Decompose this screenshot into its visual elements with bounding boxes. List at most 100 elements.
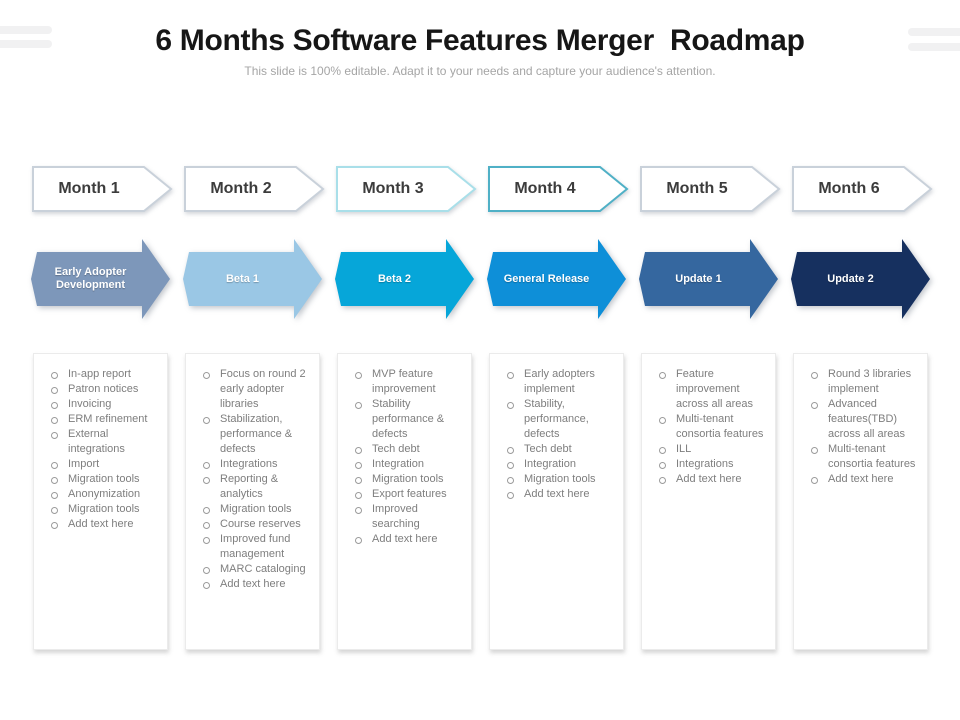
feature-item: Stabilization, performance & defects bbox=[203, 412, 314, 457]
month-banner-label: Month 2 bbox=[210, 180, 272, 197]
feature-item-text: External integrations bbox=[68, 428, 125, 455]
feature-item: Migration tools bbox=[51, 472, 162, 487]
feature-item: MVP feature improvement bbox=[355, 367, 466, 397]
feature-item-text: Reporting & analytics bbox=[220, 473, 279, 500]
corner-stripe-top-left-2 bbox=[0, 40, 52, 48]
bullet-circle-icon bbox=[203, 372, 210, 379]
bullet-circle-icon bbox=[203, 567, 210, 574]
feature-item: Add text here bbox=[659, 472, 770, 487]
feature-item-text: Add text here bbox=[220, 578, 286, 590]
feature-item: Add text here bbox=[203, 577, 314, 592]
feature-item-text: Patron notices bbox=[68, 383, 139, 395]
bullet-circle-icon bbox=[507, 372, 514, 379]
bullet-circle-icon bbox=[51, 507, 58, 514]
bullet-circle-icon bbox=[507, 477, 514, 484]
bullet-circle-icon bbox=[203, 582, 210, 589]
feature-item: Add text here bbox=[507, 487, 618, 502]
bullet-circle-icon bbox=[355, 507, 362, 514]
phase-arrow-shape bbox=[335, 239, 474, 319]
feature-item-text: Integrations bbox=[220, 458, 278, 470]
feature-item-text: Add text here bbox=[676, 473, 742, 485]
bullet-circle-icon bbox=[355, 537, 362, 544]
feature-item: Course reserves bbox=[203, 517, 314, 532]
feature-item-text: Anonymization bbox=[68, 488, 141, 500]
phase-arrow-shape bbox=[183, 239, 322, 319]
feature-item: Invoicing bbox=[51, 397, 162, 412]
feature-item-text: MVP feature improvement bbox=[372, 368, 436, 395]
bullet-circle-icon bbox=[659, 372, 666, 379]
bullet-circle-icon bbox=[203, 417, 210, 424]
feature-item-text: ERM refinement bbox=[68, 413, 148, 425]
roadmap-column: Month 2 Beta 1 Focus on round 2 early adop… bbox=[183, 0, 337, 720]
feature-item: Reporting & analytics bbox=[203, 472, 314, 502]
phase-arrow-shape bbox=[31, 239, 170, 319]
bullet-circle-icon bbox=[51, 477, 58, 484]
bullet-circle-icon bbox=[355, 402, 362, 409]
bullet-circle-icon bbox=[355, 492, 362, 499]
feature-item: Feature improvement across all areas bbox=[659, 367, 770, 412]
month-banner-label: Month 5 bbox=[666, 180, 728, 197]
feature-item-text: MARC cataloging bbox=[220, 563, 306, 575]
page-title: 6 Months Software Features Merger Roadma… bbox=[155, 24, 805, 57]
feature-item-text: Migration tools bbox=[68, 503, 140, 515]
bullet-circle-icon bbox=[507, 402, 514, 409]
feature-item: Add text here bbox=[355, 532, 466, 547]
feature-item-text: Improved fund management bbox=[220, 533, 291, 560]
feature-item: Stability, performance, defects bbox=[507, 397, 618, 442]
feature-item-text: Tech debt bbox=[372, 443, 420, 455]
bullet-circle-icon bbox=[51, 432, 58, 439]
feature-item-text: Add text here bbox=[68, 518, 134, 530]
feature-item: Patron notices bbox=[51, 382, 162, 397]
bullet-circle-icon bbox=[203, 462, 210, 469]
feature-item-text: Stability, performance, defects bbox=[524, 398, 589, 440]
bullet-circle-icon bbox=[659, 417, 666, 424]
feature-item: Multi-tenant consortia features bbox=[659, 412, 770, 442]
feature-item: Stability performance & defects bbox=[355, 397, 466, 442]
corner-stripe-top-left-1 bbox=[0, 26, 52, 34]
bullet-circle-icon bbox=[659, 462, 666, 469]
bullet-circle-icon bbox=[355, 447, 362, 454]
feature-item-text: Migration tools bbox=[220, 503, 292, 515]
feature-item-text: Multi-tenant consortia features bbox=[828, 443, 916, 470]
month-banner-label: Month 4 bbox=[514, 180, 576, 197]
phase-arrow-label: Beta 1 bbox=[225, 272, 260, 285]
feature-item: Add text here bbox=[811, 472, 922, 487]
feature-item: Integration bbox=[507, 457, 618, 472]
feature-item-text: Migration tools bbox=[524, 473, 596, 485]
feature-item-text: Add text here bbox=[372, 533, 438, 545]
feature-item: MARC cataloging bbox=[203, 562, 314, 577]
feature-item-text: Early adopters implement bbox=[524, 368, 595, 395]
feature-item: Tech debt bbox=[355, 442, 466, 457]
bullet-circle-icon bbox=[355, 477, 362, 484]
phase-arrow-shape bbox=[639, 239, 778, 319]
bullet-circle-icon bbox=[811, 372, 818, 379]
phase-arrow-label: General Release bbox=[503, 272, 590, 285]
feature-item-text: Improved searching bbox=[372, 503, 420, 530]
feature-item: ILL bbox=[659, 442, 770, 457]
month-banner-label: Month 3 bbox=[362, 180, 424, 197]
feature-item-text: Advanced features(TBD) across all areas bbox=[828, 398, 906, 440]
feature-item: External integrations bbox=[51, 427, 162, 457]
bullet-circle-icon bbox=[203, 507, 210, 514]
feature-item: Improved searching bbox=[355, 502, 466, 532]
bullet-circle-icon bbox=[659, 447, 666, 454]
feature-item-text: Round 3 libraries implement bbox=[828, 368, 912, 395]
bullet-circle-icon bbox=[203, 477, 210, 484]
month-banner-shape bbox=[184, 166, 325, 212]
feature-item: Export features bbox=[355, 487, 466, 502]
feature-item-text: Course reserves bbox=[220, 518, 301, 530]
bullet-circle-icon bbox=[203, 522, 210, 529]
month-banner-shape bbox=[32, 166, 173, 212]
feature-item-text: Migration tools bbox=[372, 473, 444, 485]
feature-item-text: Integrations bbox=[676, 458, 734, 470]
feature-item-text: Focus on round 2 early adopter libraries bbox=[220, 368, 306, 410]
